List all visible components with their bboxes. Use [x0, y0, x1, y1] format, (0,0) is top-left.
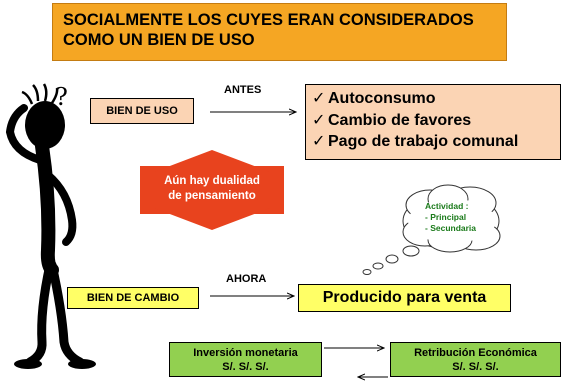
thinking-figure-illustration [5, 83, 96, 369]
question-mark: ? [55, 83, 68, 111]
thought-bubble-dot [402, 245, 420, 257]
antes-label: ANTES [224, 84, 262, 96]
title-line-2: COMO UN BIEN DE USO [63, 31, 255, 49]
duality-arrow-body [140, 166, 284, 214]
title-banner: SOCIALMENTE LOS CUYES ERAN CONSIDERADOS … [52, 3, 507, 61]
bien-de-cambio-box: BIEN DE CAMBIO [67, 287, 199, 309]
antes-item: ✓Autoconsumo [312, 88, 554, 110]
retribucion-line-1: Retribución Económica [414, 346, 537, 359]
bien-de-uso-label: BIEN DE USO [106, 105, 178, 117]
thought-bubble-dot [372, 262, 384, 270]
antes-item: ✓Cambio de favores [312, 110, 554, 132]
bien-de-cambio-label: BIEN DE CAMBIO [86, 292, 180, 304]
producido-label: Producido para venta [322, 289, 487, 306]
ahora-label: AHORA [226, 273, 267, 285]
thought-text: Actividad : - Principal - Secundaria [425, 201, 477, 233]
inversion-line-2: S/. S/. S/. [222, 360, 269, 373]
bien-de-uso-box: BIEN DE USO [90, 98, 194, 124]
retribucion-line-2: S/. S/. S/. [452, 360, 499, 373]
thought-bubble-dot [362, 269, 372, 275]
check-icon: ✓ [312, 90, 326, 107]
thought-bubble-dot [385, 254, 399, 264]
inversion-line-1: Inversión monetaria [193, 346, 298, 359]
producido-box: Producido para venta [298, 284, 511, 312]
check-icon: ✓ [312, 133, 326, 150]
retribucion-box: Retribución Económica S/. S/. S/. [390, 342, 561, 377]
antes-item: ✓Pago de trabajo comunal [312, 131, 554, 153]
title-line-1: SOCIALMENTE LOS CUYES ERAN CONSIDERADOS [63, 11, 474, 29]
inversion-box: Inversión monetaria S/. S/. S/. [169, 342, 322, 377]
antes-list-box: ✓Autoconsumo ✓Cambio de favores ✓Pago de… [305, 84, 561, 160]
duality-text: Aún hay dualidad de pensamiento [164, 175, 260, 202]
check-icon: ✓ [312, 111, 326, 129]
